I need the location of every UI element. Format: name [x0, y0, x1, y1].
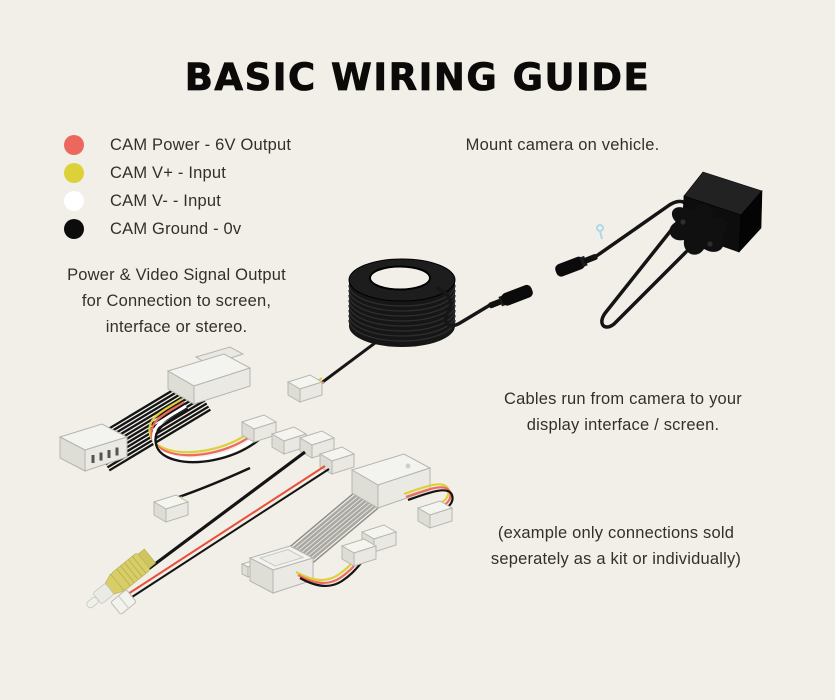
pigtail-connector-illustration [153, 466, 251, 523]
legend: CAM Power - 6V Output CAM V+ - Input CAM… [64, 131, 291, 243]
cable-tie-icon [596, 224, 604, 240]
harness-a-connector-left [58, 423, 129, 472]
rca-connector [86, 548, 157, 609]
legend-label: CAM Ground - 0v [110, 219, 242, 238]
harness-b-box-connector [350, 453, 432, 509]
white-dot-icon [64, 191, 84, 211]
legend-label: CAM V+ - Input [110, 163, 227, 182]
rca-cable-illustration [86, 430, 355, 615]
coiled-extension-cable-illustration [287, 258, 533, 403]
legend-item-cam-ground: CAM Ground - 0v [64, 215, 291, 243]
coil-end-connector [287, 374, 323, 403]
caption-cables-run: Cables run from camera to your display i… [503, 390, 742, 434]
page-title: BASIC WIRING GUIDE [184, 56, 651, 100]
legend-item-cam-power: CAM Power - 6V Output [64, 131, 291, 159]
legend-item-cam-vplus: CAM V+ - Input [64, 159, 291, 187]
coil-rod-connector [488, 284, 533, 309]
interface-harness-illustration [240, 453, 454, 594]
mounting-bracket [669, 204, 728, 255]
legend-label: CAM V- - Input [110, 191, 222, 210]
harness-a-connector-right [166, 346, 252, 405]
legend-label: CAM Power - 6V Output [110, 135, 292, 154]
harness-a-small-connector-1 [241, 414, 277, 443]
black-dot-icon [64, 219, 84, 239]
camera-illustration [555, 171, 763, 329]
caption-mount-camera: Mount camera on vehicle. [465, 136, 660, 154]
camera-rod-connector [555, 254, 598, 277]
harness-b-small-connector-bottom-1 [341, 538, 377, 567]
legend-item-cam-vminus: CAM V- - Input [64, 187, 291, 215]
two-pin-connector [111, 589, 137, 615]
display-harness-illustration [58, 346, 307, 472]
yellow-dot-icon [64, 163, 84, 183]
harness-b-small-connector-right [417, 500, 453, 529]
caption-power-output: Power & Video Signal Output for Connecti… [67, 266, 286, 336]
harness-b-connector-left [240, 545, 315, 594]
caption-example-note: (example only connections sold seperatel… [490, 524, 742, 568]
red-dot-icon [64, 135, 84, 155]
